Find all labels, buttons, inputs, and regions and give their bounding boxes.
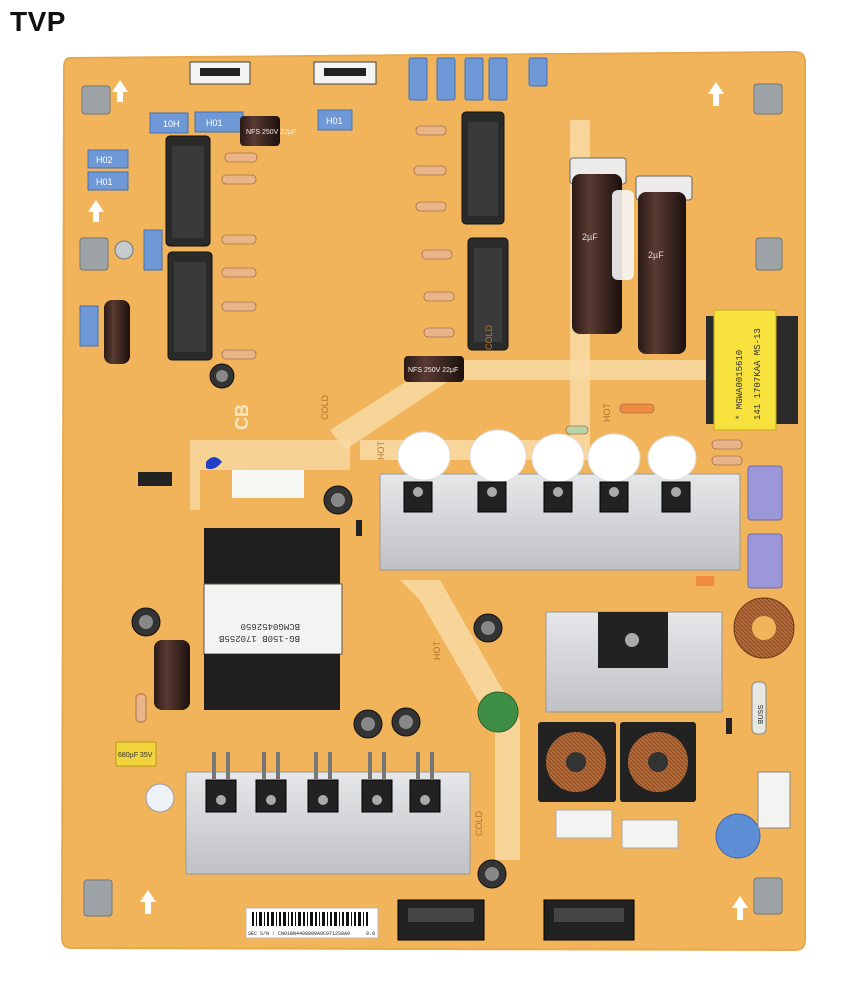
blue-film-capacitors-left: 10H H01 H01 H02 H01 bbox=[79, 109, 353, 347]
sticker-area bbox=[232, 470, 304, 498]
svg-text:BUSS: BUSS bbox=[758, 705, 765, 724]
svg-text:* MGWA0015610: * MGWA0015610 bbox=[735, 350, 745, 420]
svg-text:9.9: 9.9 bbox=[366, 931, 375, 937]
left-relays bbox=[165, 111, 509, 361]
tiny-caps bbox=[131, 363, 507, 889]
svg-text:680µF 35V: 680µF 35V bbox=[118, 752, 153, 759]
svg-text:H01: H01 bbox=[96, 177, 113, 187]
svg-text:2µF: 2µF bbox=[582, 232, 598, 242]
svg-text:COLD: COLD bbox=[474, 810, 484, 836]
common-mode-chokes bbox=[538, 722, 696, 802]
mounting-tabs bbox=[79, 83, 783, 917]
svg-text:BCMG0452650: BCMG0452650 bbox=[241, 621, 300, 631]
svg-text:COLD: COLD bbox=[320, 394, 330, 420]
svg-text:HOT: HOT bbox=[432, 641, 442, 661]
tvp-logo: TVP bbox=[10, 6, 66, 37]
top-connectors bbox=[189, 61, 377, 85]
bridge-rectifier-heatsink bbox=[545, 611, 723, 713]
fuse: BUSS bbox=[751, 681, 767, 735]
toroid-coil bbox=[733, 597, 795, 659]
svg-text:141 1707KAA MS-13: 141 1707KAA MS-13 bbox=[753, 328, 763, 420]
center-transformer: BG-150B 170255B BCMG0452650 bbox=[203, 528, 343, 710]
bottom-connectors bbox=[397, 899, 635, 941]
small-electrolytic-caps: NFS 250V 22µF NFS 250V 22µF bbox=[104, 116, 464, 710]
svg-text:10H: 10H bbox=[163, 119, 180, 129]
svg-text:SEC S/N : CN01BN4400899A0C0712: SEC S/N : CN01BN4400899A0C0712S0A0 bbox=[248, 931, 350, 937]
svg-text:H01: H01 bbox=[326, 116, 343, 126]
x-capacitors bbox=[747, 465, 783, 589]
varistor-and-disc-caps bbox=[145, 691, 761, 859]
white-film-caps bbox=[555, 809, 679, 849]
yellow-caps: 680µF 35V bbox=[115, 741, 157, 767]
main-transformer-right: * MGWA0015610 141 1707KAA MS-13 bbox=[706, 309, 798, 431]
left-trace bbox=[190, 440, 350, 510]
heatsink-bottom bbox=[185, 752, 471, 875]
svg-text:NFS 250V 22µF: NFS 250V 22µF bbox=[246, 129, 296, 136]
svg-text:CB: CB bbox=[232, 404, 252, 430]
svg-text:HOT: HOT bbox=[602, 403, 612, 423]
svg-text:H02: H02 bbox=[96, 155, 113, 165]
svg-text:H01: H01 bbox=[206, 118, 223, 128]
ac-input-connector bbox=[757, 771, 791, 829]
svg-text:BG-150B 170255B: BG-150B 170255B bbox=[218, 633, 300, 643]
barcode-sticker: SEC S/N : CN01BN4400899A0C0712S0A0 9.9 bbox=[245, 907, 379, 939]
svg-text:2µF: 2µF bbox=[648, 250, 664, 260]
heatsink-top bbox=[379, 429, 741, 571]
svg-text:HOT: HOT bbox=[376, 441, 386, 461]
svg-text:COLD: COLD bbox=[484, 324, 494, 350]
blue-y-capacitors-top bbox=[408, 57, 548, 101]
silkscreen-labels: CB COLD COLD COLD HOT HOT HOT bbox=[232, 324, 612, 836]
svg-text:NFS 250V 22µF: NFS 250V 22µF bbox=[408, 367, 458, 374]
silkscreen-arrows bbox=[88, 80, 748, 920]
misc-small-parts bbox=[135, 457, 732, 734]
bulk-capacitors: 2µF 2µF bbox=[569, 157, 693, 354]
resistors bbox=[221, 125, 743, 466]
cold-zone-trace bbox=[330, 360, 760, 450]
